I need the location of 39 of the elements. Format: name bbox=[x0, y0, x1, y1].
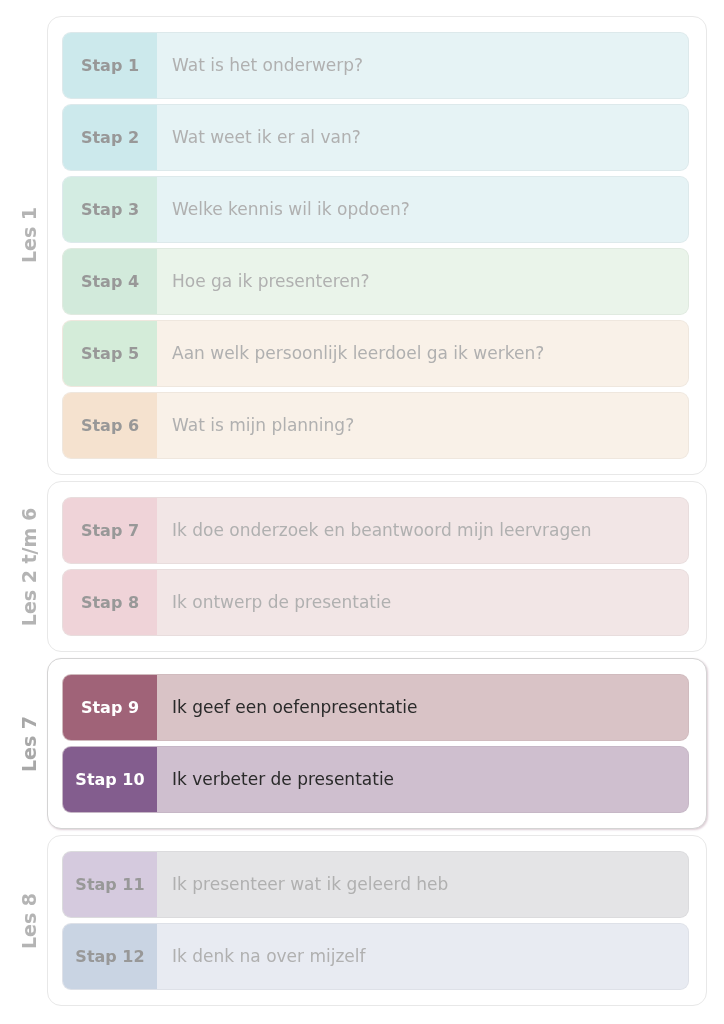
step-row bbox=[62, 391, 689, 459]
step-row bbox=[62, 175, 689, 243]
step-question: Ik geef een oefenpresentatie bbox=[172, 696, 418, 718]
step-question: Ik ontwerp de presentatie bbox=[172, 591, 392, 613]
step-tag: Stap 12 bbox=[63, 923, 157, 989]
lesson-label: Les 7 bbox=[18, 715, 40, 772]
step-tag: Stap 1 bbox=[63, 32, 157, 98]
step-tag: Stap 5 bbox=[63, 320, 157, 386]
step-row bbox=[62, 31, 689, 99]
step-row bbox=[62, 247, 689, 315]
step-row bbox=[62, 850, 689, 918]
step-question: Wat is het onderwerp? bbox=[172, 54, 364, 76]
step-question: Ik denk na over mijzelf bbox=[172, 945, 366, 967]
step-tag: Stap 8 bbox=[63, 569, 157, 635]
step-tag: Stap 9 bbox=[63, 674, 157, 740]
step-tag: Stap 11 bbox=[63, 851, 157, 917]
lesson-label: Les 1 bbox=[18, 206, 40, 263]
step-question: Aan welk persoonlijk leerdoel ga ik werken? bbox=[172, 342, 545, 364]
step-row bbox=[62, 496, 689, 564]
step-row bbox=[62, 319, 689, 387]
step-question: Wat weet ik er al van? bbox=[172, 126, 361, 148]
step-question: Hoe ga ik presenteren? bbox=[172, 270, 370, 292]
lesson-label: Les 2 t/m 6 bbox=[18, 507, 40, 626]
step-question: Ik doe onderzoek en beantwoord mijn leervragen bbox=[172, 519, 592, 541]
step-question: Ik verbeter de presentatie bbox=[172, 768, 395, 790]
step-question: Wat is mijn planning? bbox=[172, 414, 355, 436]
step-tag: Stap 6 bbox=[63, 392, 157, 458]
step-tag: Stap 7 bbox=[63, 497, 157, 563]
step-tag: Stap 4 bbox=[63, 248, 157, 314]
step-question: Welke kennis wil ik opdoen? bbox=[172, 198, 410, 220]
step-tag: Stap 10 bbox=[63, 746, 157, 812]
step-row bbox=[62, 103, 689, 171]
step-tag: Stap 3 bbox=[63, 176, 157, 242]
step-row bbox=[62, 745, 689, 813]
step-row bbox=[62, 922, 689, 990]
step-row bbox=[62, 673, 689, 741]
step-row bbox=[62, 568, 689, 636]
lesson-label: Les 8 bbox=[18, 892, 40, 949]
step-tag: Stap 2 bbox=[63, 104, 157, 170]
